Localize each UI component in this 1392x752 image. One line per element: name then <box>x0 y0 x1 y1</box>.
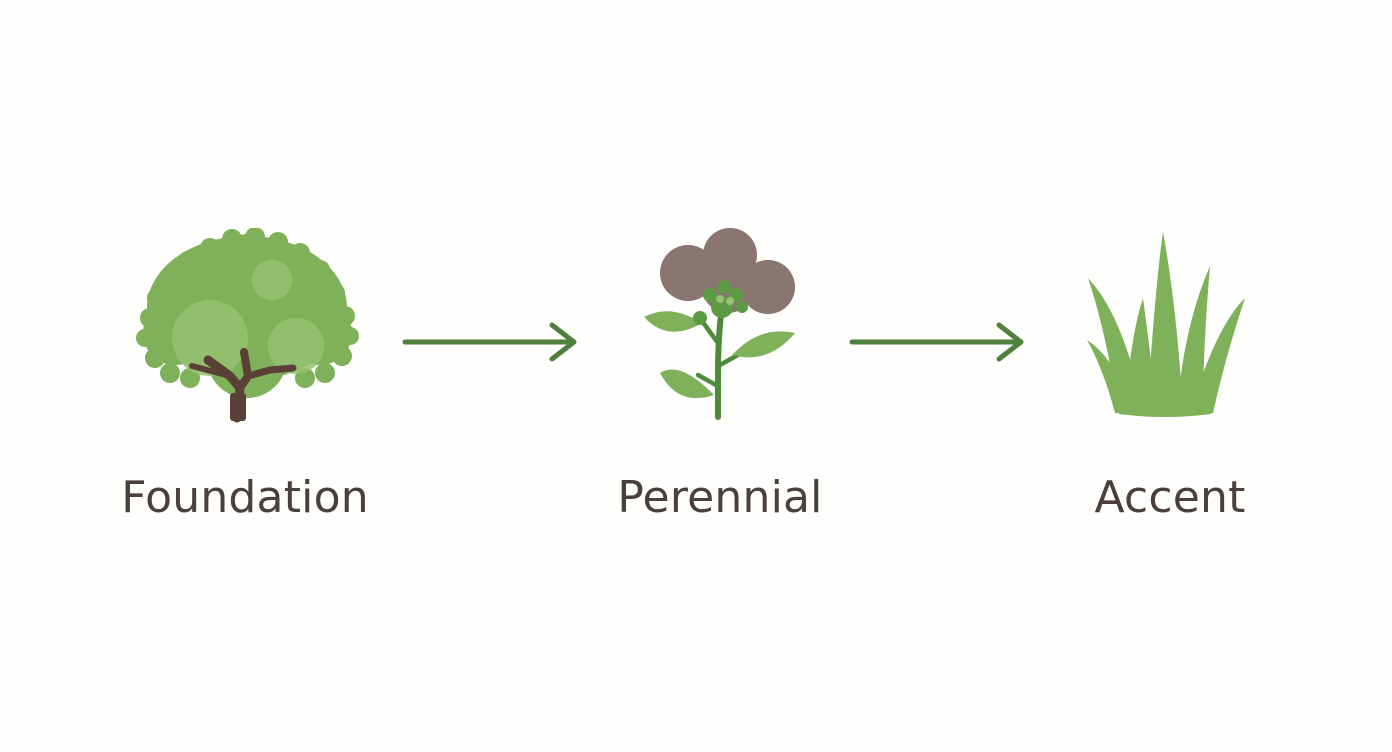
arrow-right-icon <box>849 322 1024 362</box>
tree-icon <box>136 228 359 423</box>
stage-label-accent: Accent <box>1094 472 1246 523</box>
stage-label-perennial: Perennial <box>617 472 823 523</box>
stage-label-foundation: Foundation <box>121 472 369 523</box>
grass-icon <box>1087 232 1245 417</box>
arrow-right-icon <box>402 322 577 362</box>
flower-icon <box>644 228 795 420</box>
